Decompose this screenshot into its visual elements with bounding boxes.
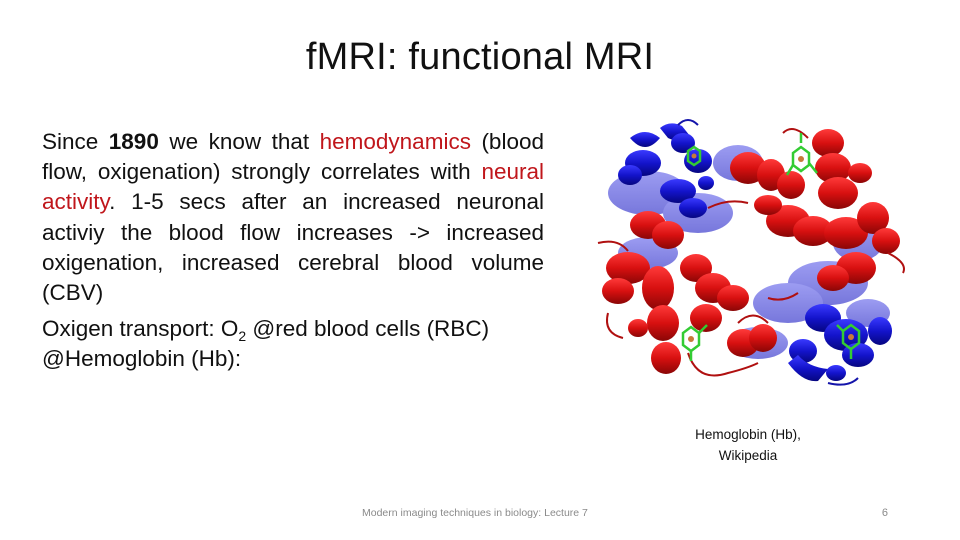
highlight-hemodynamics: hemodynamics: [319, 129, 471, 154]
text: . 1-5 secs after an increased neuronal a…: [42, 189, 544, 306]
figure-caption: Hemoglobin (Hb), Wikipedia: [660, 424, 836, 466]
text: we know that: [158, 129, 320, 154]
hemoglobin-structure-image: [588, 113, 910, 395]
text: @red blood cells (RBC) @Hemoglobin (Hb):: [42, 316, 490, 372]
subscript-2: 2: [238, 328, 247, 345]
caption-line-1: Hemoglobin (Hb),: [695, 427, 801, 442]
slide-body: Since 1890 we know that hemodynamics (bl…: [42, 127, 544, 381]
highlight-neural-activity: neural activity: [42, 159, 544, 215]
text: (blood flow, oxigenation) strongly corre…: [42, 129, 544, 185]
hemoglobin-ribbon-icon: [597, 119, 905, 386]
caption-line-2: Wikipedia: [718, 448, 778, 463]
paragraph-hemodynamics: Since 1890 we know that hemodynamics (bl…: [42, 127, 544, 308]
text: Since: [42, 129, 109, 154]
slide-footer: Modern imaging techniques in biology: Le…: [362, 507, 588, 519]
slide-title: fMRI: functional MRI: [305, 36, 655, 78]
year-1890: 1890: [108, 129, 159, 154]
paragraph-oxygen-transport: Oxigen transport: O2 @red blood cells (R…: [42, 314, 544, 374]
page-number: 6: [881, 507, 888, 519]
text: Oxigen transport: O: [42, 316, 239, 342]
